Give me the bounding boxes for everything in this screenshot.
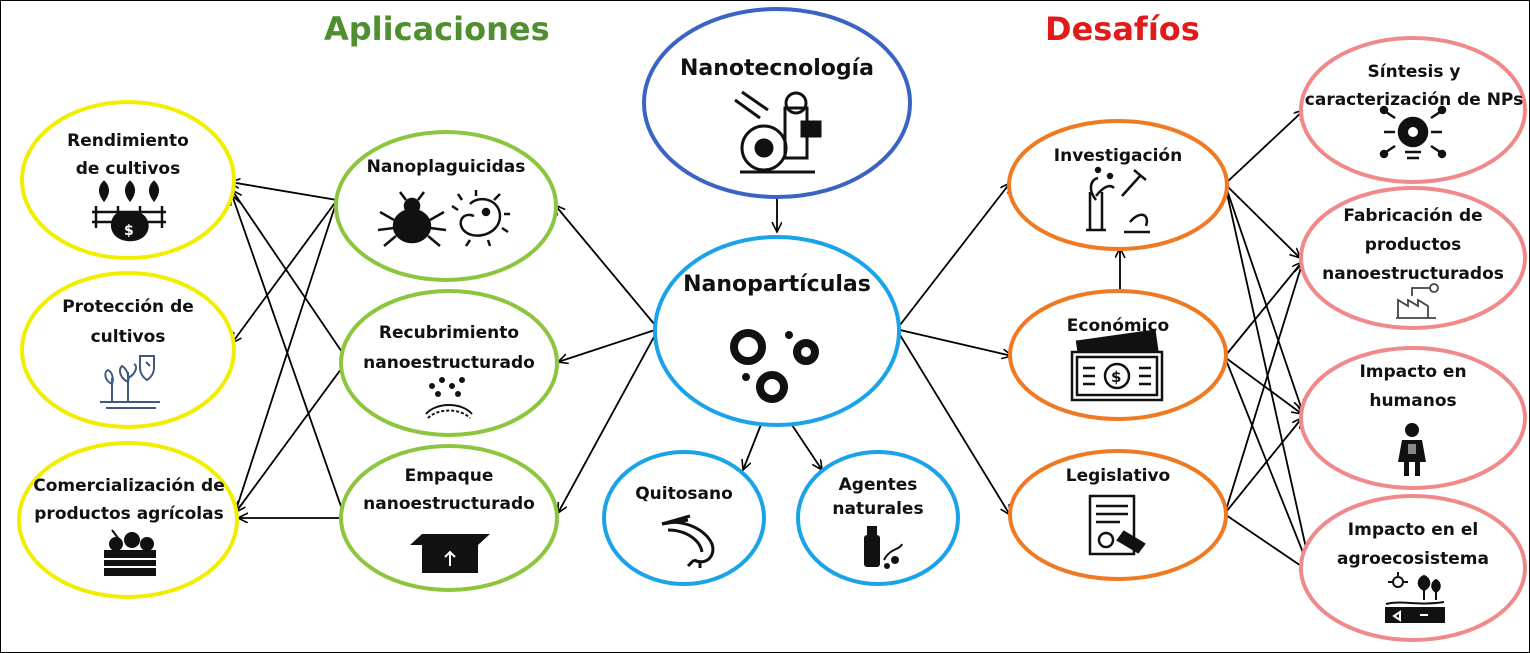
arrow-to-investigacion: [899, 183, 1010, 326]
svg-text:$: $: [124, 223, 134, 239]
arrow-np-to-comercializacion: [236, 199, 338, 510]
node-rendimiento: [20, 100, 236, 260]
sintesis-label: Síntesis y caracterización de NPs: [1304, 62, 1524, 110]
legal-document-icon: [1088, 494, 1146, 556]
arrow-to-economico: [899, 329, 1012, 356]
arrow-rec-to-comercializacion: [236, 364, 345, 512]
nanoparticles-icon: [730, 329, 819, 403]
node-investigacion: [1007, 119, 1229, 251]
arrow-np-to-rendimiento: [230, 182, 338, 201]
connector-arrows: [230, 110, 1310, 572]
economico-label: Económico: [1066, 316, 1170, 336]
node-impacto-humanos: [1299, 346, 1527, 490]
svg-text:$: $: [1111, 368, 1121, 386]
plant-shield-icon: [100, 355, 160, 409]
quitosano-label: Quitosano: [635, 484, 733, 504]
empaque-label: Empaque nanoestructurado: [363, 466, 535, 514]
arrow-to-nanoplaguicidas: [555, 205, 656, 326]
node-nanoplaguicidas: [334, 130, 558, 282]
arrow-leg-to-agro: [1225, 514, 1310, 572]
arrow-emp-to-rendimiento: [232, 195, 345, 516]
gear-bulb-icon: [1379, 105, 1447, 160]
microscope-icon: [734, 90, 822, 174]
impacto-humanos-label: Impacto en humanos: [1359, 362, 1467, 411]
arrow-inv-to-humanos: [1225, 186, 1302, 410]
arrow-rec-to-rendimiento: [232, 190, 345, 356]
arrow-to-empaque: [558, 334, 656, 513]
node-agentes-naturales: [796, 450, 960, 586]
arrow-to-agentes: [789, 421, 822, 470]
node-empaque: [339, 444, 559, 592]
comercializacion-label: Comercialización de productos agrícolas: [33, 476, 225, 524]
herbal-bottle-icon: [864, 526, 903, 569]
node-nanotecnologia: [642, 7, 912, 199]
node-recubrimiento: [339, 289, 559, 437]
money-bag-crop-icon: $: [92, 180, 166, 242]
lab-plant-microscope-icon: [1086, 166, 1150, 234]
node-impacto-agro: [1299, 494, 1527, 642]
node-proteccion: [20, 271, 236, 429]
legislativo-label: Legislativo: [1065, 466, 1171, 486]
produce-crate-icon: [104, 529, 156, 576]
arrow-eco-to-agro: [1225, 359, 1310, 570]
arrow-leg-to-humanos: [1225, 418, 1302, 513]
arrow-inv-to-agro: [1225, 188, 1310, 566]
bacteria-icon: [451, 190, 510, 247]
arrow-leg-to-fabricacion: [1225, 264, 1302, 511]
arrow-inv-to-fabricacion: [1225, 184, 1300, 258]
rendimiento-label: Rendimiento de cultivos: [67, 131, 189, 179]
nanoparticulas-label: Nanopartículas: [683, 272, 871, 297]
spray-coating-icon: [425, 377, 473, 419]
applications-heading: Aplicaciones: [324, 10, 550, 48]
node-fabricacion: [1299, 186, 1527, 330]
nanotecnologia-label: Nanotecnología: [679, 56, 875, 81]
arrow-to-legislativo: [899, 334, 1010, 515]
arrow-inv-to-sintesis: [1225, 110, 1304, 184]
nanoplaguicidas-label: Nanoplaguicidas: [366, 157, 526, 177]
arrow-to-recubrimiento: [558, 329, 656, 362]
package-box-icon: [410, 534, 490, 573]
factory-icon: [1396, 283, 1439, 319]
node-comercializacion: [17, 441, 239, 599]
shrimp-icon: [661, 514, 715, 568]
proteccion-label: Protección de cultivos: [62, 297, 194, 347]
investigacion-label: Investigación: [1053, 146, 1183, 166]
arrow-np-to-proteccion: [232, 199, 338, 343]
arrow-to-quitosano: [743, 421, 763, 470]
banknote-icon: $: [1070, 329, 1164, 402]
impacto-agro-label: Impacto en el agroecosistema: [1337, 520, 1489, 569]
human-body-icon: [1398, 423, 1426, 476]
agentes-naturales-label: Agentes naturales: [832, 475, 924, 519]
ecosystem-icon: [1385, 572, 1445, 623]
node-nanoparticulas: [653, 235, 901, 427]
node-sintesis: [1299, 36, 1527, 184]
recubrimiento-label: Recubrimiento nanoestructurado: [363, 323, 535, 373]
arrow-eco-to-fabricacion: [1225, 262, 1302, 356]
bug-icon: [377, 191, 447, 247]
fabricacion-label: Fabricación de productos nanoestructurad…: [1322, 206, 1504, 284]
challenges-heading: Desafíos: [1045, 10, 1200, 48]
